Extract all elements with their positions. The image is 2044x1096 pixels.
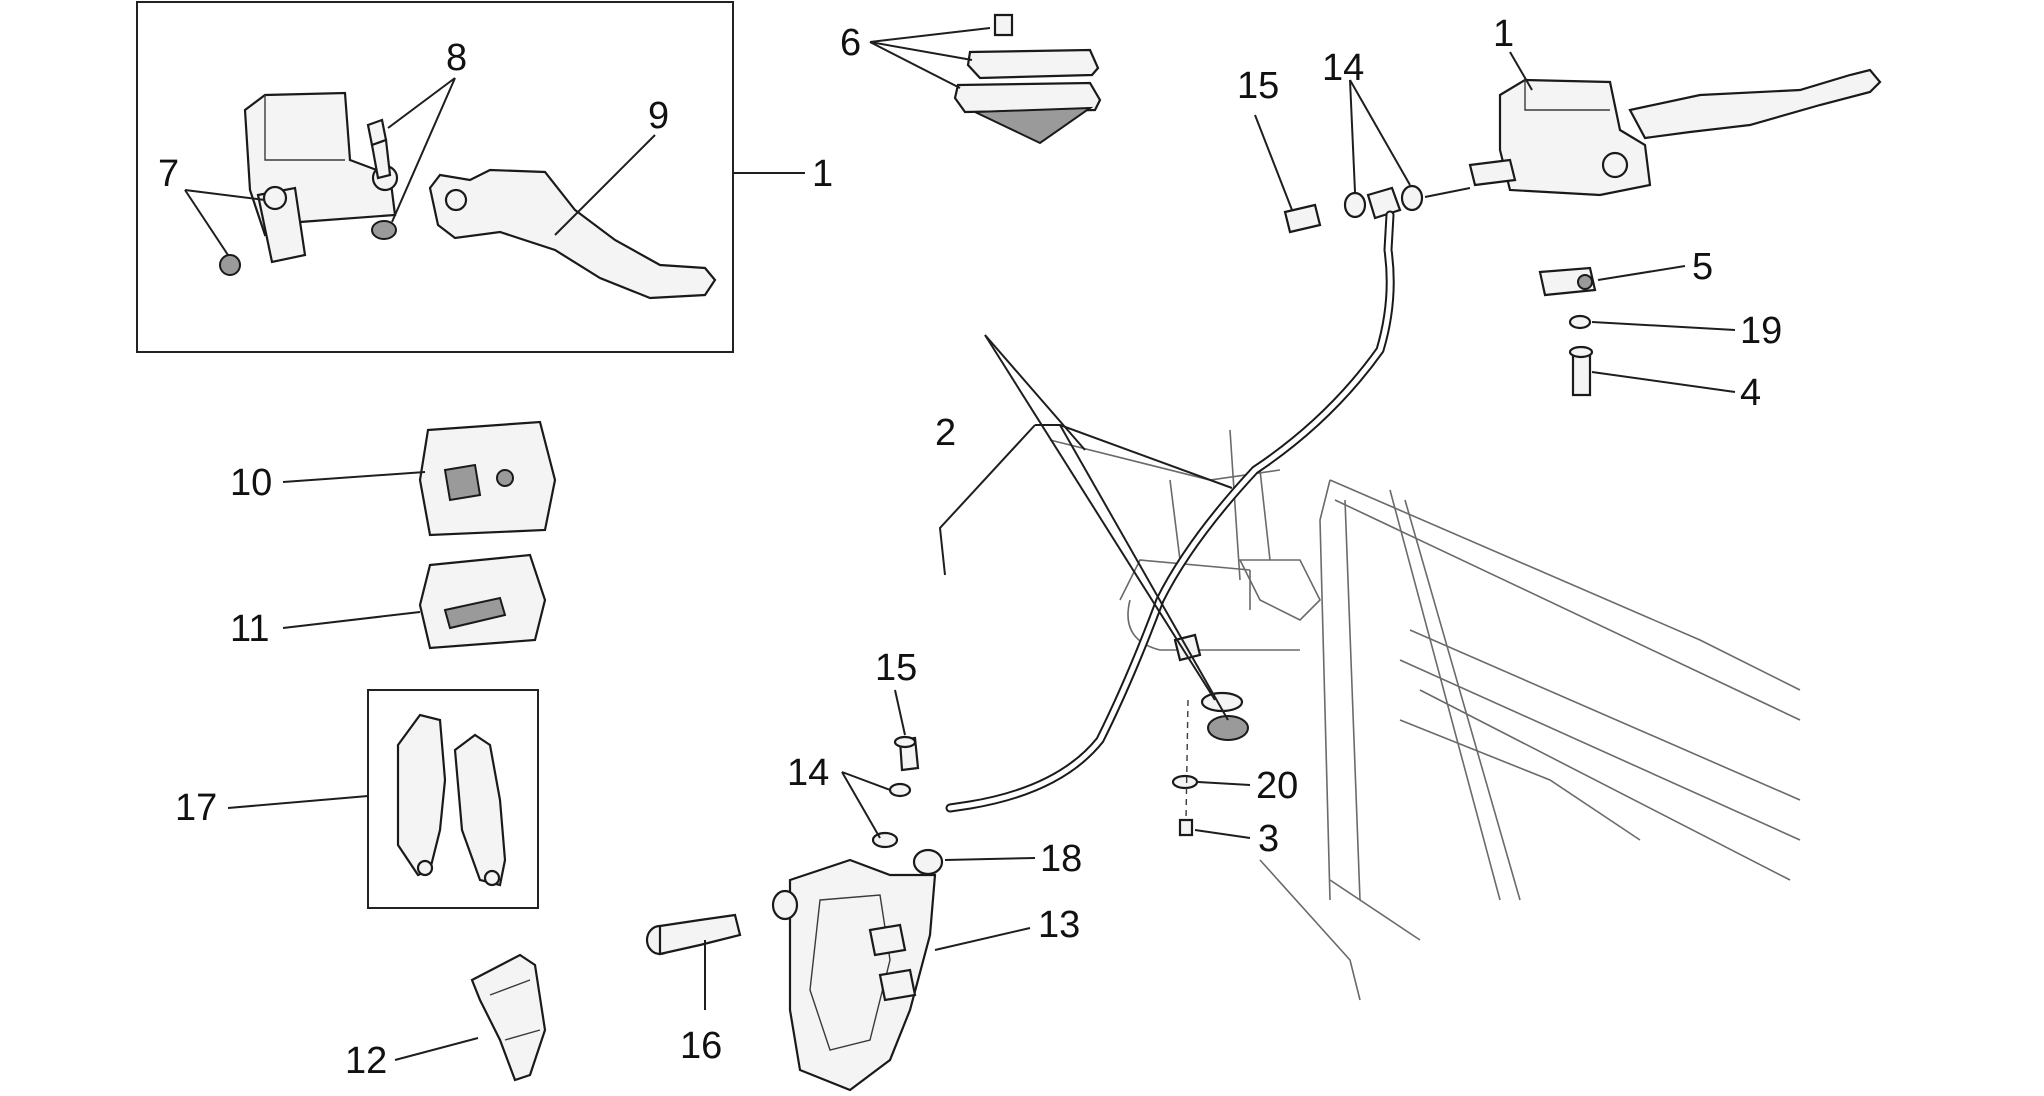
- kit-bag-10: [418, 420, 557, 537]
- callout-labels: 1 1 2 3 4 5 6 7 8 9 10 11 12 13 14 14 15…: [158, 13, 1782, 1082]
- callout-5: 5: [1692, 246, 1713, 288]
- callout-16: 16: [680, 1025, 722, 1067]
- right-brake-lever: [1628, 68, 1882, 140]
- lower-banjo-fittings: [871, 735, 944, 876]
- callout-3: 3: [1258, 818, 1279, 860]
- brake-pad-left: [396, 713, 447, 877]
- callout-9: 9: [648, 95, 669, 137]
- right-master-cylinder: [1468, 68, 1882, 197]
- callout-19: 19: [1740, 310, 1782, 352]
- callout-1-right: 1: [1493, 13, 1514, 55]
- brake-pads-box: [367, 689, 539, 909]
- pad-spring: [470, 953, 547, 1082]
- brake-caliper: [771, 858, 937, 1092]
- callout-18: 18: [1040, 838, 1082, 880]
- kit-bag-11: [418, 553, 547, 650]
- callout-4: 4: [1740, 372, 1761, 414]
- frame-structure: [1049, 429, 1801, 1001]
- callout-7: 7: [158, 153, 179, 195]
- brake-pad-right: [453, 733, 507, 887]
- brake-light-switch-group: [1538, 266, 1597, 397]
- callout-14-bottom: 14: [787, 752, 829, 794]
- master-cylinder-kit-box: [136, 1, 734, 353]
- brake-lever: [428, 168, 717, 300]
- callout-13: 13: [1038, 904, 1080, 946]
- upper-banjo-fittings: [1283, 184, 1471, 234]
- callout-20: 20: [1256, 765, 1298, 807]
- callout-14-top: 14: [1322, 47, 1364, 89]
- callout-15-top: 15: [1237, 65, 1279, 107]
- reservoir-cap-assembly: [953, 13, 1102, 145]
- callout-11: 11: [230, 608, 269, 650]
- callout-17: 17: [175, 787, 217, 829]
- callout-15-bottom: 15: [875, 647, 917, 689]
- callout-8: 8: [446, 37, 467, 79]
- caliper-bolt: [645, 913, 742, 956]
- leader-lines: [184, 27, 1736, 1061]
- brake-hose: [945, 210, 1395, 837]
- callout-2: 2: [935, 412, 956, 454]
- callout-12: 12: [345, 1040, 387, 1082]
- callout-1-left: 1: [812, 153, 833, 195]
- callout-6: 6: [840, 22, 861, 64]
- callout-10: 10: [230, 462, 272, 504]
